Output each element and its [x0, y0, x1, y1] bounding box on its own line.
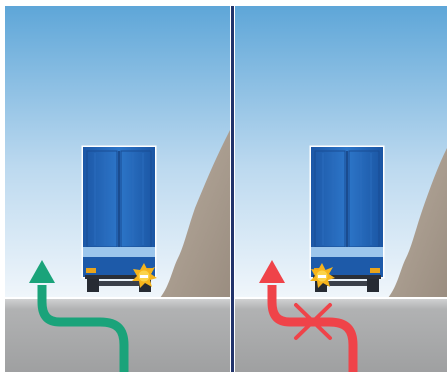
panel-left [5, 6, 230, 372]
road [235, 298, 447, 372]
panel-right [235, 6, 447, 372]
